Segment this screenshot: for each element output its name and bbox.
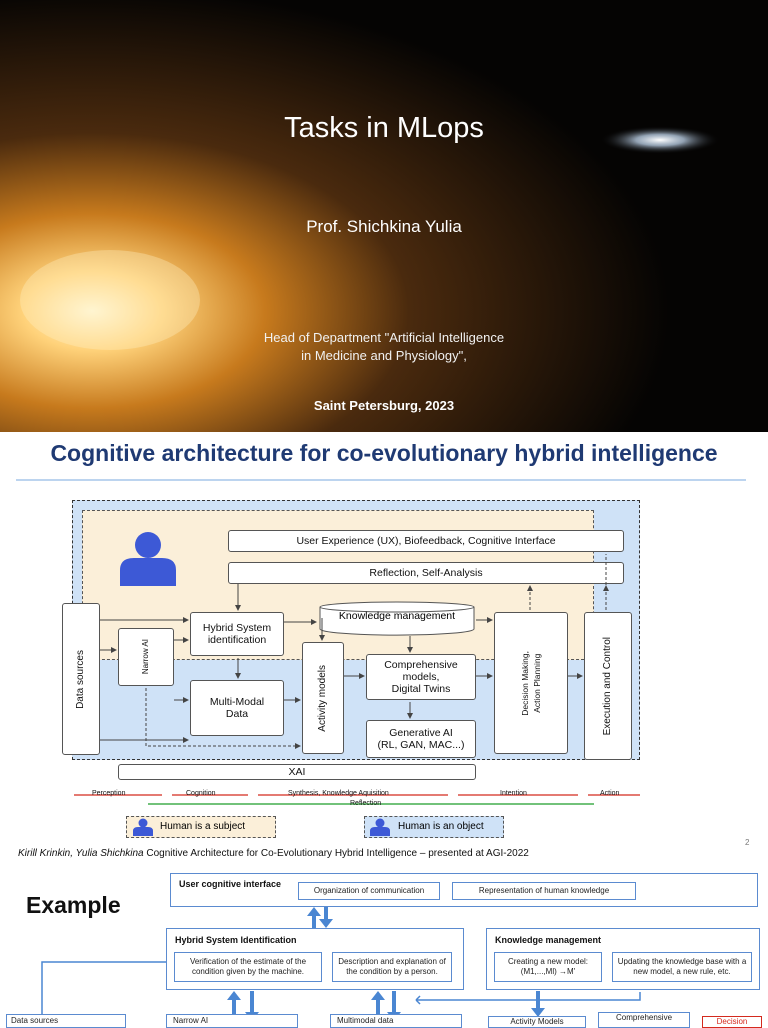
multimodal-label-2: Data — [225, 708, 249, 720]
narrow-ai-box: Narrow AI — [118, 628, 174, 686]
legend-object — [364, 816, 504, 838]
legend-subject-label: Human is a subject — [160, 821, 246, 832]
author-name: Prof. Shichkina Yulia — [306, 217, 462, 236]
citation: Kirill Krinkin, Yulia Shichkina Cognitiv… — [18, 848, 529, 859]
narrow-ai-box: Narrow AI — [166, 1014, 298, 1028]
user-interface-title: User cognitive interface — [179, 879, 282, 889]
activity-models-box: Activity models — [302, 642, 344, 754]
page-number: 2 — [745, 838, 750, 847]
generative-label-1: Generative AI — [389, 727, 453, 739]
stage-intention: Intention — [500, 790, 527, 797]
stage-cognition: Cognition — [186, 790, 216, 797]
comprehensive-label-1: Comprehensive — [384, 659, 458, 671]
comprehensive-box: Comprehensive — [598, 1012, 690, 1028]
starburst-background — [0, 0, 768, 432]
hybrid-label-2: identification — [207, 634, 267, 646]
new-model-line-2: (M1,...,Ml) →M' — [520, 967, 576, 976]
hybrid-identification-box: Hybrid System identification — [190, 612, 284, 656]
org-comm-box: Organization of communication — [298, 882, 440, 900]
verification-box: Verification of the estimate of the cond… — [174, 952, 322, 982]
example-heading: Example — [26, 892, 121, 918]
place-date: Saint Petersburg, 2023 — [313, 398, 455, 413]
person-icon — [120, 532, 176, 586]
legend-object-label: Human is an object — [398, 821, 484, 832]
new-model-line-1: Creating a new model: — [507, 957, 589, 966]
data-sources-box: Data sources — [62, 603, 100, 755]
citation-authors: Kirill Krinkin, Yulia Shichkina — [18, 848, 144, 859]
decision-box: Decision — [702, 1016, 762, 1028]
knowledge-mgmt-title: Knowledge management — [495, 935, 602, 945]
comprehensive-label-3: Digital Twins — [391, 683, 451, 695]
hybrid-label-1: Hybrid System — [202, 622, 272, 634]
data-sources-box: Data sources — [6, 1014, 126, 1028]
heading-underline — [16, 479, 746, 481]
department-line-1: Head of Department "Artificial Intellige… — [263, 330, 505, 345]
title-slide: Tasks in MLops Prof. Shichkina Yulia Hea… — [0, 0, 768, 432]
decision-box: Decision Making, Action Planning — [494, 612, 568, 754]
generative-ai-box: Generative AI (RL, GAN, MAC...) — [366, 720, 476, 758]
department: Head of Department "Artificial Intellige… — [0, 329, 768, 365]
new-model-box: Creating a new model: (M1,...,Ml) →M' — [494, 952, 602, 982]
ux-box: User Experience (UX), Biofeedback, Cogni… — [228, 530, 624, 552]
citation-text: Cognitive Architecture for Co-Evolutiona… — [143, 848, 529, 859]
multimodal-box: Multimodal data — [330, 1014, 462, 1028]
person-icon — [370, 818, 390, 836]
stage-perception: Perception — [92, 790, 126, 797]
knowledge-label: Knowledge management — [338, 610, 456, 622]
reflection-box: Reflection, Self-Analysis — [228, 562, 624, 584]
multimodal-label-1: Multi-Modal — [209, 696, 265, 708]
knowledge-cylinder — [319, 601, 475, 636]
updating-box: Updating the knowledge base with a new m… — [612, 952, 752, 982]
multimodal-box: Multi-Modal Data — [190, 680, 284, 736]
stage-action: Action — [600, 790, 620, 797]
stage-reflection: Reflection — [350, 800, 382, 807]
stage-synthesis: Synthesis, Knowledge Aquisition — [288, 790, 389, 797]
legend-subject — [126, 816, 276, 838]
xai-box: XAI — [118, 764, 476, 780]
department-line-2: in Medicine and Physiology", — [301, 348, 467, 363]
activity-models-box: Activity Models — [488, 1016, 586, 1028]
slide-title: Tasks in MLops — [284, 112, 484, 144]
description-box: Description and explanation of the condi… — [332, 952, 452, 982]
execution-box: Execution and Control — [584, 612, 632, 760]
person-icon — [133, 818, 153, 836]
comprehensive-box: Comprehensive models, Digital Twins — [366, 654, 476, 700]
generative-label-2: (RL, GAN, MAC...) — [377, 739, 465, 751]
comprehensive-label-2: models, — [402, 671, 440, 683]
slide-heading: Cognitive architecture for co-evolutiona… — [50, 440, 718, 466]
hybrid-id-title: Hybrid System Identification — [175, 935, 297, 945]
repr-knowledge-box: Representation of human knowledge — [452, 882, 636, 900]
